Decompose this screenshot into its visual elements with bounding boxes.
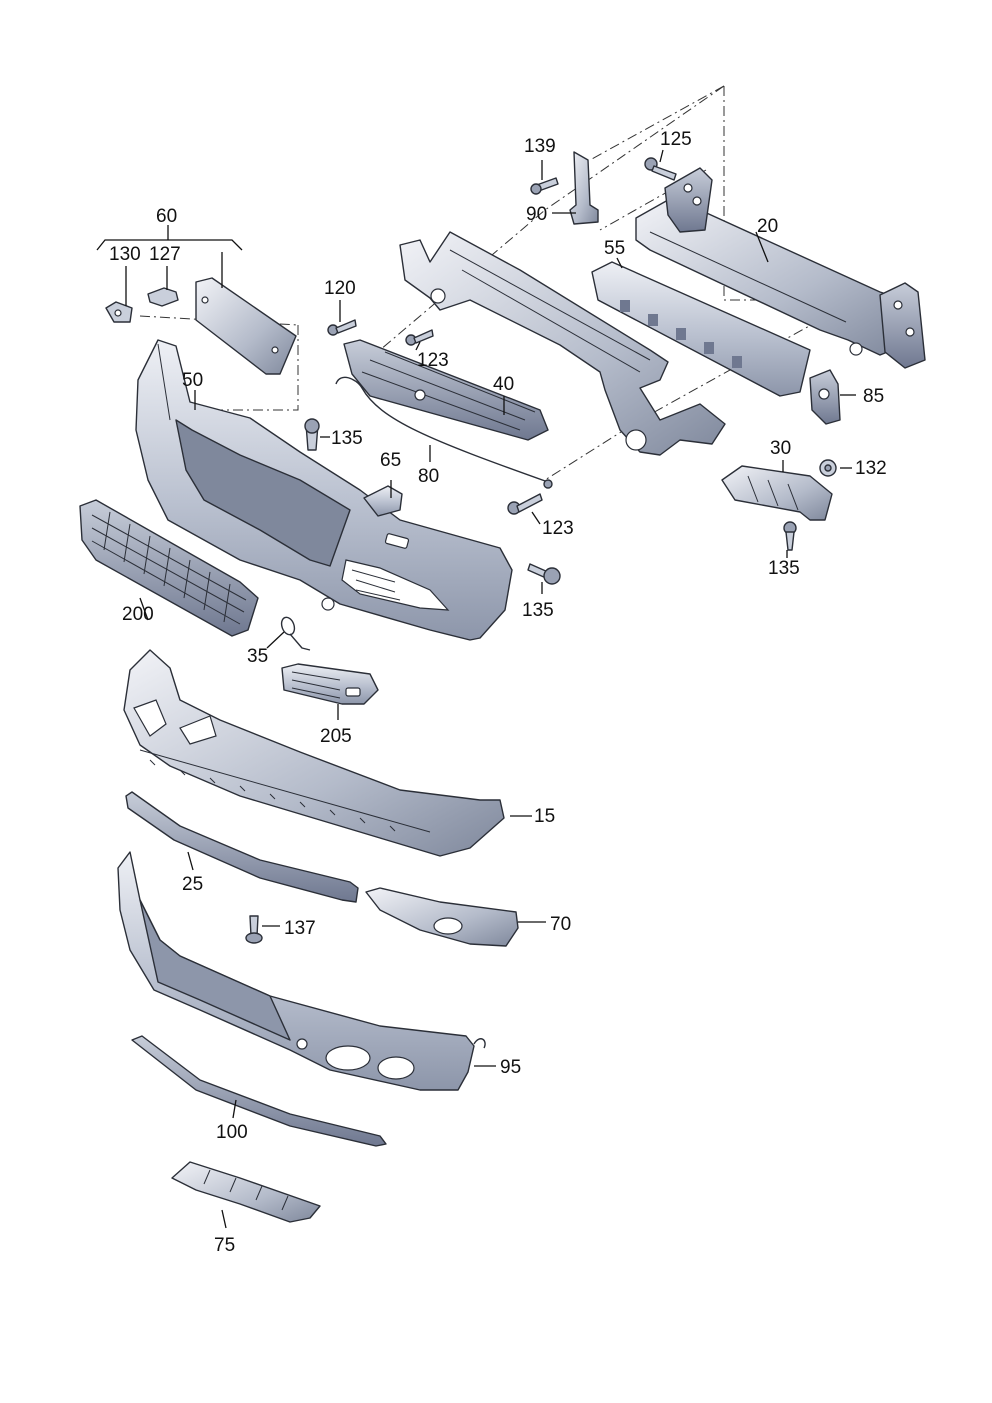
part-20-bumper-carrier <box>635 167 926 369</box>
label-35: 35 <box>247 646 268 667</box>
part-120-bolt <box>327 319 357 336</box>
label-135-right: 135 <box>768 558 800 579</box>
part-123-bolt-lower <box>507 493 543 515</box>
leader-lines <box>96 149 856 1229</box>
label-205: 205 <box>320 726 352 747</box>
label-75: 75 <box>214 1235 235 1256</box>
part-135-bolt-upper <box>304 418 320 451</box>
label-127: 127 <box>149 244 181 265</box>
label-50: 50 <box>182 370 203 391</box>
label-123-lower: 123 <box>542 518 574 539</box>
label-135-side: 135 <box>522 600 554 621</box>
part-100-lower-strip <box>131 1035 387 1147</box>
label-15: 15 <box>534 806 555 827</box>
part-70-fog-trim <box>365 887 519 947</box>
label-40: 40 <box>493 374 514 395</box>
label-55: 55 <box>604 238 625 259</box>
part-25-trim-strip <box>125 791 359 903</box>
part-licence-plate-holder <box>195 277 297 375</box>
part-75-splitter <box>171 1161 321 1223</box>
label-120: 120 <box>324 278 356 299</box>
label-20: 20 <box>757 216 778 237</box>
part-number-labels: 60 130 127 139 125 90 20 55 120 123 40 5… <box>109 129 887 1256</box>
label-139: 139 <box>524 136 556 157</box>
part-200-lower-grille <box>79 499 259 637</box>
part-50-bumper-cover <box>135 339 513 641</box>
part-135-bolt-side <box>527 563 561 585</box>
part-30-guide-bracket <box>721 465 833 521</box>
part-205-fog-grille <box>281 663 379 705</box>
part-80-seal-strip <box>335 376 553 489</box>
part-135-bolt-right <box>783 521 797 551</box>
part-90-bracket <box>569 151 599 225</box>
part-35-tow-eye <box>280 616 311 651</box>
part-85-bracket <box>809 369 841 425</box>
part-65-tow-eye-cap <box>363 485 403 517</box>
label-70: 70 <box>550 914 571 935</box>
label-25: 25 <box>182 874 203 895</box>
label-90: 90 <box>526 204 547 225</box>
label-65: 65 <box>380 450 401 471</box>
part-123-bolt-upper <box>405 329 434 346</box>
label-123-upper: 123 <box>417 350 449 371</box>
label-85: 85 <box>863 386 884 407</box>
part-40-upper-grille <box>343 339 549 441</box>
part-55-energy-absorber <box>591 261 811 397</box>
part-95-lower-apron <box>117 851 486 1091</box>
label-100: 100 <box>216 1122 248 1143</box>
label-95: 95 <box>500 1057 521 1078</box>
label-132: 132 <box>855 458 887 479</box>
label-60: 60 <box>156 206 177 227</box>
label-125: 125 <box>660 129 692 150</box>
part-132-clip <box>819 459 837 477</box>
label-200: 200 <box>122 604 154 625</box>
part-130-clip <box>105 301 133 323</box>
part-15-lower-spoiler <box>123 649 505 857</box>
label-130: 130 <box>109 244 141 265</box>
label-137: 137 <box>284 918 316 939</box>
label-30: 30 <box>770 438 791 459</box>
part-127-clip <box>147 287 179 307</box>
part-137-bolt <box>245 915 263 944</box>
part-125-bolt <box>644 157 677 181</box>
part-139-bolt <box>530 177 559 195</box>
part-front-cross-member <box>399 231 726 456</box>
label-80: 80 <box>418 466 439 487</box>
label-135-upper: 135 <box>331 428 363 449</box>
